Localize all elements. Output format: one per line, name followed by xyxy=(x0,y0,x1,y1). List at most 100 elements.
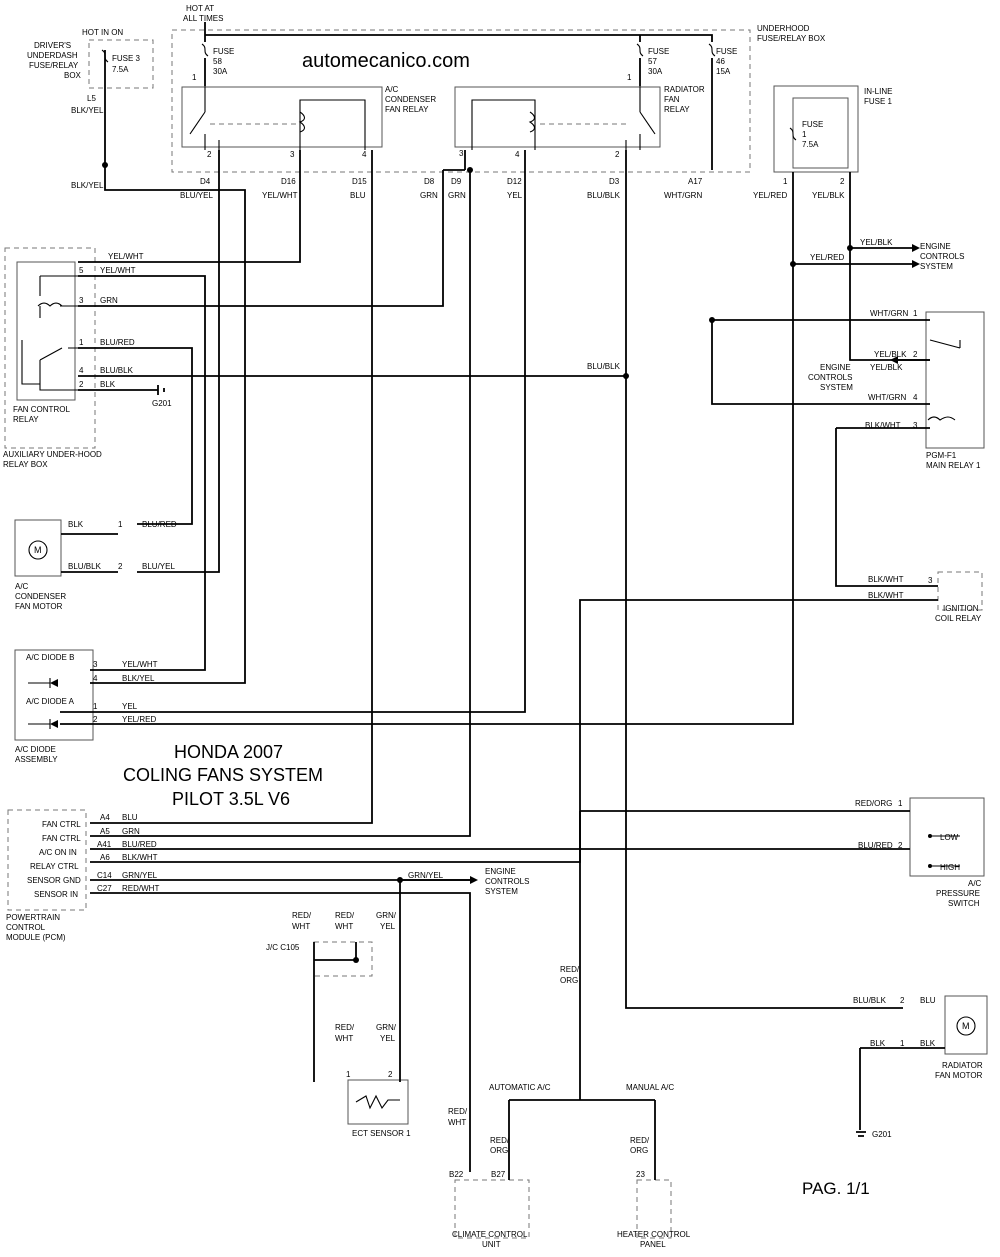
heater-panel-box xyxy=(636,1179,672,1239)
jc-wire: YEL xyxy=(380,1034,396,1043)
watermark: automecanico.com xyxy=(302,50,470,72)
splice-dot xyxy=(790,261,796,267)
pgm-name: PGM-F1 xyxy=(926,451,957,460)
fuse3-label: 7.5A xyxy=(112,65,129,74)
jc-wire: YEL xyxy=(380,922,396,931)
wire-a17-wht-grn xyxy=(711,319,930,405)
pgm-name: MAIN RELAY 1 xyxy=(926,461,981,470)
pcm-pin: A5 xyxy=(100,827,110,836)
title-line: PILOT 3.5L V6 xyxy=(172,789,290,809)
underhood-label: FUSE/RELAY BOX xyxy=(757,34,826,43)
splice-dot xyxy=(847,245,853,251)
pgm-wire: YEL/BLK xyxy=(870,363,903,372)
ps-state: HIGH xyxy=(940,863,960,872)
red-org-label: ORG xyxy=(560,976,578,985)
red-org-label: ORG xyxy=(490,1146,508,1155)
pgm-pin: 4 xyxy=(913,393,918,402)
ect-sensor-box xyxy=(347,1079,409,1125)
fuse58-label: FUSE xyxy=(213,47,234,56)
diode-pin: 2 xyxy=(93,715,98,724)
fuse57-label: 30A xyxy=(648,67,663,76)
ect-pin: 1 xyxy=(346,1070,351,1079)
ps-wire: RED/ORG xyxy=(855,799,892,808)
jc-wire: RED/ xyxy=(292,911,312,920)
relay-pin: 4 xyxy=(362,150,367,159)
diode-a-icon xyxy=(50,720,58,728)
wire-c27 xyxy=(90,892,471,1172)
connector-code: A17 xyxy=(688,177,703,186)
bottom-pin: 23 xyxy=(636,1170,645,1179)
pgm-wire: YEL/BLK xyxy=(860,238,893,247)
wire-color: GRN xyxy=(420,191,438,200)
arrow-icon xyxy=(890,356,898,364)
fcr-name: RELAY xyxy=(13,415,39,424)
diode-pin: 3 xyxy=(93,660,98,669)
jc-wire: GRN/ xyxy=(376,911,397,920)
wire-color: BLU/YEL xyxy=(180,191,213,200)
wire-color: BLU/BLK xyxy=(587,191,621,200)
fuse46-label: FUSE xyxy=(716,47,737,56)
red-org-label: RED/ xyxy=(560,965,580,974)
ecs-label: SYSTEM xyxy=(920,262,953,271)
pcm-label: RELAY CTRL xyxy=(30,862,79,871)
aux-box-name: AUXILIARY UNDER-HOOD xyxy=(3,450,102,459)
ps-name: PRESSURE xyxy=(936,889,980,898)
underhood-label: UNDERHOOD xyxy=(757,24,810,33)
pcm-wire: GRN/YEL xyxy=(122,871,158,880)
red-wht-label: RED/ xyxy=(448,1107,468,1116)
pressure-switch-box xyxy=(909,797,985,877)
heater-name: HEATER CONTROL xyxy=(617,1230,691,1239)
connector-code: D12 xyxy=(507,177,522,186)
switch-dot xyxy=(928,864,932,868)
splice-dot xyxy=(353,957,359,963)
fuse46-label: 46 xyxy=(716,57,725,66)
ac-motor-name: CONDENSER xyxy=(15,592,66,601)
inline-fuse-box xyxy=(773,85,859,173)
wire-d9-grn xyxy=(90,170,471,837)
underhood-fuse-relay-box xyxy=(171,29,751,173)
heater-name: PANEL xyxy=(640,1240,666,1249)
ps-name: SWITCH xyxy=(948,899,980,908)
splice-dot xyxy=(102,162,108,168)
rad-wire: BLU xyxy=(920,996,936,1005)
pcm-wire: BLU xyxy=(122,813,138,822)
pgm-wire: YEL/BLK xyxy=(874,350,907,359)
climate-name: UNIT xyxy=(482,1240,501,1249)
ect-resistor xyxy=(355,1094,400,1110)
ecs-label: ENGINE xyxy=(485,867,516,876)
pcm-wire: BLK/WHT xyxy=(122,853,158,862)
pin-label: 1 xyxy=(627,73,632,82)
pcm-pin: A4 xyxy=(100,813,110,822)
ps-state: LOW xyxy=(940,833,959,842)
ecs-label: ENGINE xyxy=(820,363,851,372)
arrow-lines xyxy=(905,247,912,265)
climate-name: CLIMATE CONTROL xyxy=(452,1230,528,1239)
pgm-wire: BLK/WHT xyxy=(865,421,901,430)
relay-pin: 2 xyxy=(207,150,212,159)
jc-wire: WHT xyxy=(335,922,353,931)
dash-box-label: DRIVER'S xyxy=(34,41,71,50)
blk-yel-label: BLK/YEL xyxy=(71,106,104,115)
fuse57-label: 57 xyxy=(648,57,657,66)
automatic-ac: AUTOMATIC A/C xyxy=(489,1083,551,1092)
pcm-box xyxy=(7,809,87,911)
fuse58-label: 30A xyxy=(213,67,228,76)
ground-label: G201 xyxy=(152,399,172,408)
ecs-label: CONTROLS xyxy=(485,877,529,886)
rad-name: FAN MOTOR xyxy=(935,1071,983,1080)
ps-wire: BLU/RED xyxy=(858,841,893,850)
connector-code: D4 xyxy=(200,177,211,186)
pcm-label: SENSOR GND xyxy=(27,876,81,885)
pgm-wire: BLU/BLK xyxy=(587,362,621,371)
ecs-label: ENGINE xyxy=(920,242,951,251)
pcm-name: MODULE (PCM) xyxy=(6,933,66,942)
pcm-name: POWERTRAIN xyxy=(6,913,60,922)
diode-bars xyxy=(28,678,51,729)
pcm-label: A/C ON IN xyxy=(39,848,77,857)
fan-control-relay-box xyxy=(16,261,76,401)
wire-blu-red xyxy=(78,347,193,525)
connector-code: D16 xyxy=(281,177,296,186)
rad-relay-coil-wires xyxy=(471,99,536,150)
gnd-wire: GRN/YEL xyxy=(408,871,444,880)
pcm-wire: RED/WHT xyxy=(122,884,159,893)
